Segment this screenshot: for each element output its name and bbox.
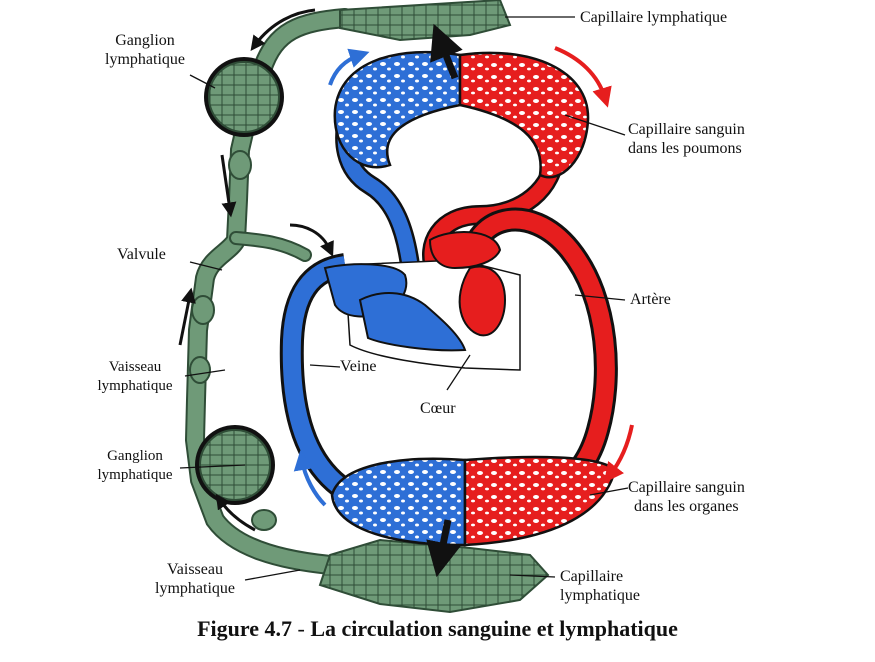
figure-caption: Figure 4.7 - La circulation sanguine et … bbox=[0, 616, 875, 642]
lung-capillaries-red bbox=[460, 53, 588, 177]
caption-title: La circulation sanguine et lymphatique bbox=[310, 616, 678, 641]
label-valvule: Valvule bbox=[117, 245, 166, 264]
label-ganglion-top-line1: Ganglion bbox=[95, 31, 195, 50]
left-ventricle bbox=[460, 267, 505, 336]
label-vaisseau-top-line2: lymphatique bbox=[85, 377, 185, 396]
label-veine: Veine bbox=[340, 357, 376, 376]
label-capillaire-lymphatique-bottom-line2: lymphatique bbox=[560, 586, 640, 605]
label-capillaire-poumons: Capillaire sanguin dans les poumons bbox=[628, 120, 745, 158]
lymph-valve-1 bbox=[229, 151, 251, 179]
caption-figure-number: Figure 4.7 bbox=[197, 616, 292, 641]
label-ganglion-bottom-line1: Ganglion bbox=[85, 447, 185, 466]
lymph-capillary-bottom bbox=[320, 540, 548, 612]
label-capillaire-organes-line2: dans les organes bbox=[628, 497, 745, 516]
lymph-valve-4 bbox=[252, 510, 276, 530]
label-vaisseau-top: Vaisseau lymphatique bbox=[85, 358, 185, 396]
red-arrow-organs bbox=[610, 425, 632, 475]
label-ganglion-top: Ganglion lymphatique bbox=[95, 31, 195, 69]
label-capillaire-poumons-line1: Capillaire sanguin bbox=[628, 120, 745, 139]
label-ganglion-bottom-line2: lymphatique bbox=[85, 466, 185, 485]
left-atrium bbox=[430, 232, 500, 268]
label-vaisseau-bottom-line1: Vaisseau bbox=[140, 560, 250, 579]
lymph-valve-3 bbox=[190, 357, 210, 383]
label-artere: Artère bbox=[630, 290, 671, 309]
caption-separator: - bbox=[292, 616, 310, 641]
label-ganglion-top-line2: lymphatique bbox=[95, 50, 195, 69]
label-capillaire-organes-line1: Capillaire sanguin bbox=[628, 478, 745, 497]
label-capillaire-lymphatique-top: Capillaire lymphatique bbox=[580, 8, 727, 27]
organ-capillaries-red bbox=[465, 457, 615, 545]
label-capillaire-organes: Capillaire sanguin dans les organes bbox=[628, 478, 745, 516]
label-vaisseau-bottom-line2: lymphatique bbox=[140, 579, 250, 598]
blood-circulation bbox=[292, 52, 615, 545]
label-capillaire-lymphatique-bottom: Capillaire lymphatique bbox=[560, 567, 640, 605]
label-vaisseau-bottom: Vaisseau lymphatique bbox=[140, 560, 250, 598]
lung-capillaries-blue bbox=[335, 52, 460, 167]
label-capillaire-lymphatique-bottom-line1: Capillaire bbox=[560, 567, 640, 586]
label-ganglion-bottom: Ganglion lymphatique bbox=[85, 447, 185, 485]
lymph-valve-2 bbox=[192, 296, 214, 324]
label-capillaire-poumons-line2: dans les poumons bbox=[628, 139, 745, 158]
lymph-capillary-top bbox=[340, 0, 510, 40]
label-vaisseau-top-line1: Vaisseau bbox=[85, 358, 185, 377]
label-coeur: Cœur bbox=[420, 399, 456, 418]
